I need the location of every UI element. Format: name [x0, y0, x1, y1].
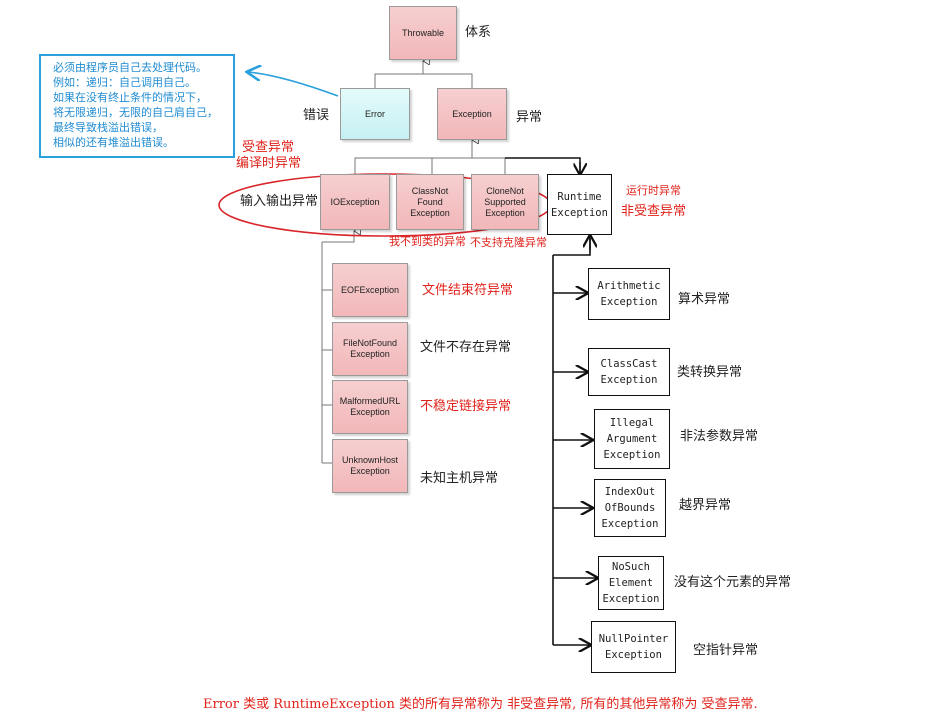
clonenotsupported-box: CloneNot Supported Exception	[471, 174, 539, 230]
note-arrow	[248, 72, 339, 97]
unknown-host-cn-label: 未知主机异常	[420, 471, 499, 486]
unknownhost-exception-box: UnknownHost Exception	[332, 439, 408, 493]
eof-cn-label: 文件结束符异常	[422, 283, 514, 298]
note-line: 最终导致栈溢出错误，	[53, 121, 163, 134]
nullpointer-exception-box: NullPointer Exception	[591, 621, 676, 673]
malformed-cn-label: 不稳定链接异常	[420, 399, 512, 414]
footer-text: Error 类或 RuntimeException 类的所有异常称为 非受查异常…	[203, 697, 758, 712]
note-box: 必须由程序员自己去处理代码。 例如：递归：自己调用自己。 如果在没有终止条件的情…	[39, 54, 235, 158]
index-cn-label: 越界异常	[679, 498, 732, 513]
runtime-exception-box: Runtime Exception	[547, 174, 612, 235]
nullpointer-cn-label: 空指针异常	[693, 643, 759, 658]
edge-exception-runtime	[505, 157, 581, 174]
nosuch-cn-label: 没有这个元素的异常	[674, 575, 792, 590]
malformedurl-exception-box: MalformedURL Exception	[332, 380, 408, 434]
exception-cn-label: 异常	[516, 110, 543, 125]
io-cn-label: 输入输出异常	[240, 194, 319, 209]
exception-box: Exception	[437, 88, 507, 140]
error-box: Error	[340, 88, 410, 140]
filenotfound-exception-box: FileNotFound Exception	[332, 322, 408, 376]
note-line: 必须由程序员自己去处理代码。	[53, 61, 207, 74]
system-label: 体系	[465, 25, 492, 40]
error-cn-label: 错误	[303, 108, 330, 123]
indexoutofbounds-exception-box: IndexOut OfBounds Exception	[594, 479, 666, 537]
classcast-cn-label: 类转换异常	[677, 365, 743, 380]
classnotfound-box: ClassNot Found Exception	[396, 174, 464, 230]
note-line: 将无限递归，无限的自己肩自己，	[53, 106, 218, 119]
class-not-found-cn-label: 我不到类的异常	[389, 235, 466, 248]
note-line: 相似的还有堆溢出错误。	[53, 136, 174, 149]
compile-time-label: 编译时异常	[236, 156, 302, 171]
arithmetic-cn-label: 算术异常	[678, 292, 731, 307]
eof-exception-box: EOFException	[332, 263, 408, 317]
arithmetic-exception-box: Arithmetic Exception	[588, 268, 670, 320]
ioexception-box: IOException	[320, 174, 390, 230]
note-line: 如果在没有终止条件的情况下，	[53, 91, 207, 104]
checked-label: 受查异常	[242, 140, 295, 155]
nosuchelement-exception-box: NoSuch Element Exception	[598, 556, 664, 610]
note-line: 例如：递归：自己调用自己。	[53, 76, 196, 89]
unchecked-cn-label: 非受查异常	[621, 204, 687, 219]
illegal-arg-cn-label: 非法参数异常	[680, 429, 759, 444]
throwable-box: Throwable	[389, 6, 457, 60]
illegalargument-exception-box: Illegal Argument Exception	[594, 409, 670, 469]
file-not-found-cn-label: 文件不存在异常	[420, 340, 512, 355]
classcast-exception-box: ClassCast Exception	[588, 348, 670, 396]
clone-not-supported-cn-label: 不支持克隆异常	[470, 236, 547, 249]
runtime-cn-label: 运行时异常	[626, 184, 681, 197]
